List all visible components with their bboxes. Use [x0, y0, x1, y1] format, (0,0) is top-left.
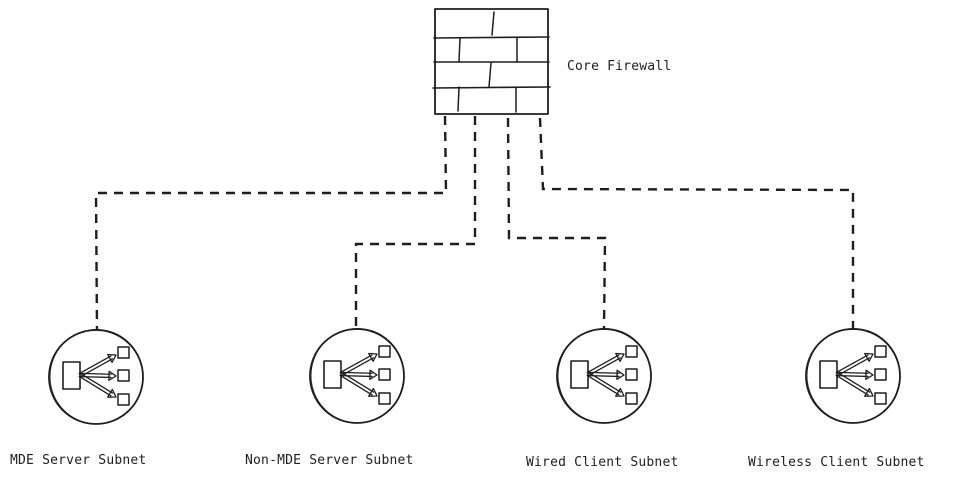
hub-circle-sketch [310, 327, 405, 424]
hub-target-box [874, 392, 887, 405]
hub-arrow-head [368, 352, 378, 362]
hub-arrow-shaft [586, 374, 620, 396]
hub-arrow-shaft [80, 372, 114, 394]
hub-target-box [625, 368, 638, 381]
hub-arrow-head [369, 369, 378, 380]
hub-arrow-head [615, 387, 625, 397]
hub-arrow-shaft [837, 371, 871, 393]
connector-mde-server [94, 115, 448, 331]
connector-wired-client [506, 117, 607, 331]
hub-arrow-shaft [340, 374, 373, 378]
hub-arrow-shaft [79, 372, 112, 375]
hub-arrow-shaft [835, 374, 869, 396]
hub-target-box [117, 393, 130, 406]
hub-arrow-head [107, 353, 117, 363]
hub-target-box [378, 345, 391, 358]
hub-arrow-shaft [587, 371, 620, 374]
hub-arrow-shaft [339, 374, 373, 396]
firewall-joint [488, 62, 492, 88]
network-hub-icon[interactable] [48, 328, 144, 425]
hub-arrow-shaft [835, 354, 869, 374]
connector-wireless-client [538, 117, 855, 330]
firewall-row-line [432, 86, 551, 89]
firewall-joint [491, 11, 495, 36]
hub-target-box [874, 345, 887, 358]
hub-circle-sketch [49, 328, 144, 425]
hub-arrow-head [107, 388, 117, 398]
hub-arrow-shaft [588, 371, 622, 393]
network-hub-icon[interactable] [556, 327, 652, 424]
subnet-label-wireless-client: Wireless Client Subnet [748, 455, 925, 470]
hub-target-box [625, 392, 638, 405]
hub-arrow-shaft [340, 371, 373, 374]
hub-arrow-head [864, 352, 874, 362]
subnet-label-non-mde-server: Non-MDE Server Subnet [245, 453, 414, 468]
hub-arrow-head [616, 369, 625, 380]
hub-arrow-shaft [79, 375, 112, 379]
hub-arrow-shaft [587, 374, 620, 378]
network-hub-icon[interactable] [309, 327, 405, 424]
hub-arrow-head [865, 369, 874, 380]
hub-arrow-head [108, 370, 117, 381]
firewall-joint [457, 86, 460, 112]
subnet-label-mde-server: MDE Server Subnet [10, 453, 147, 468]
hub-arrow-shaft [836, 374, 869, 378]
hub-target-box [378, 392, 391, 405]
hub-arrow-head [368, 387, 378, 397]
hub-circle-sketch [557, 327, 652, 424]
hub-arrow-shaft [341, 371, 375, 393]
connections [94, 115, 855, 331]
hub-target-box [117, 369, 130, 382]
hub-source-box [62, 361, 81, 390]
network-hub-icon[interactable] [805, 327, 901, 424]
hub-target-box [378, 368, 391, 381]
firewall-brick-wall-icon[interactable] [432, 8, 551, 115]
hub-arrow-shaft [836, 371, 869, 374]
hub-target-box [874, 368, 887, 381]
firewall-row-line [433, 36, 550, 39]
subnet-label-wired-client: Wired Client Subnet [526, 455, 679, 470]
hub-target-box [117, 346, 130, 359]
firewall-label: Core Firewall [567, 59, 672, 74]
hub-circle-sketch [806, 327, 901, 424]
hub-source-box [323, 360, 342, 389]
hub-source-box [819, 360, 838, 389]
firewall-joint [458, 37, 461, 63]
hub-source-box [570, 360, 589, 389]
connector-non-mde-server [354, 116, 477, 330]
hub-target-box [625, 345, 638, 358]
hub-arrow-head [615, 352, 625, 362]
hub-arrow-shaft [78, 375, 112, 397]
hub-arrow-shaft [586, 354, 620, 374]
hub-arrow-head [864, 387, 874, 397]
hub-arrow-shaft [78, 355, 112, 375]
hub-arrow-shaft [339, 354, 373, 374]
subnet-nodes [48, 327, 901, 425]
